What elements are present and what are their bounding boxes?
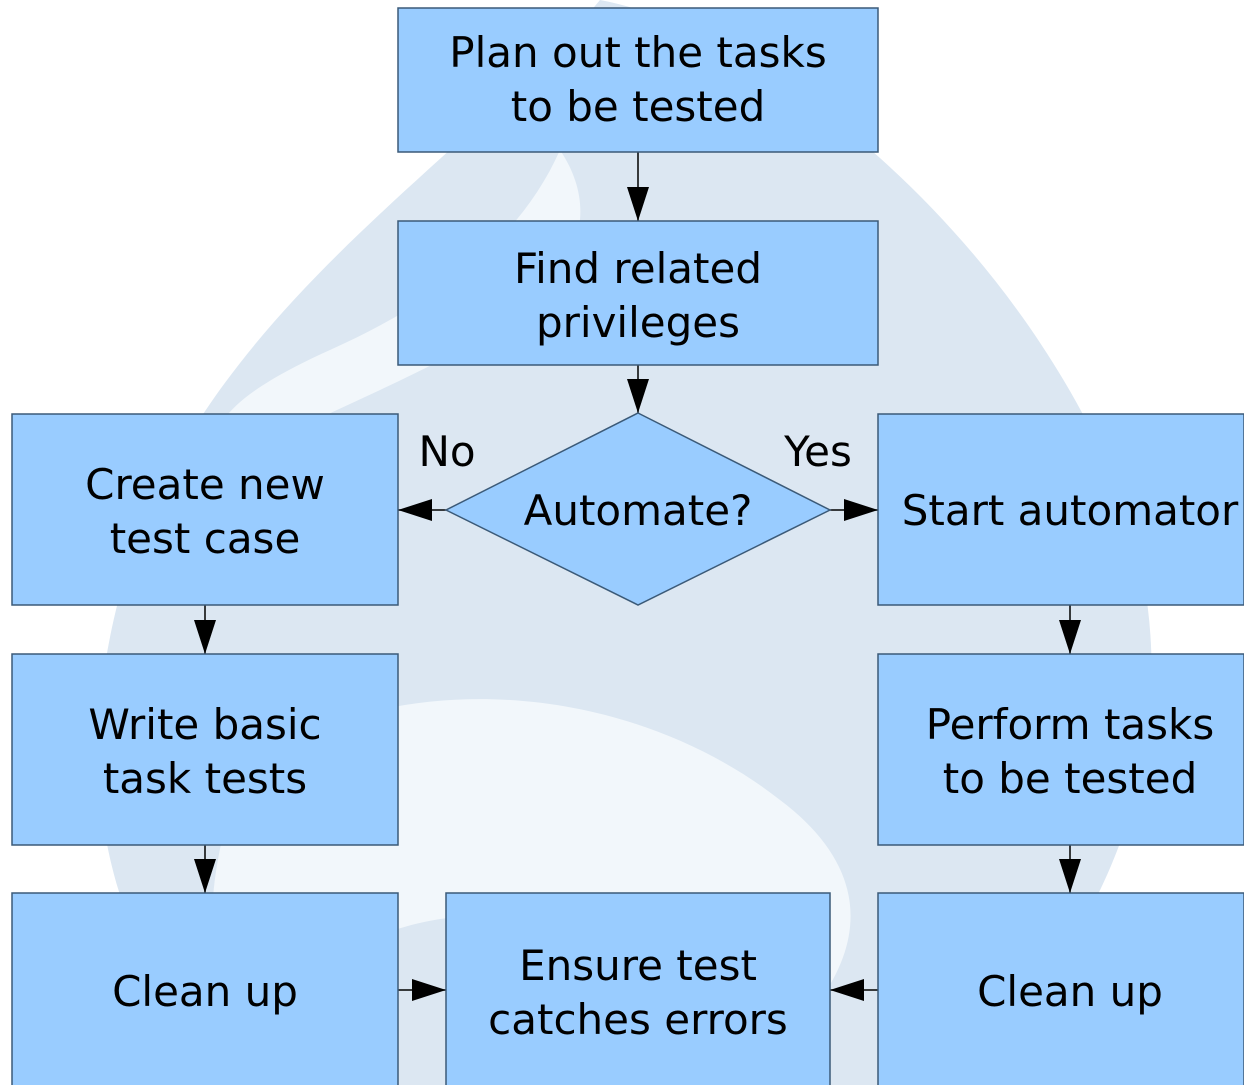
node-decision-label: Automate?: [524, 486, 753, 535]
node-start-label: Start automator: [902, 486, 1239, 535]
node-decision-diamond: [444, 412, 832, 606]
node-decision: Automate?: [444, 412, 832, 606]
node-perform-line-1: Perform tasks: [926, 700, 1215, 749]
node-perform-line-2: to be tested: [943, 754, 1198, 803]
node-write: Write basic task tests: [11, 653, 399, 846]
node-cleanup-right-box: [877, 892, 1244, 1085]
node-write-line-2: task tests: [103, 754, 307, 803]
node-ensure: Ensure test catches errors: [445, 892, 831, 1085]
node-create-line-1: Create new: [85, 460, 325, 509]
node-cleanup-left-label: Clean up: [112, 967, 298, 1016]
node-find: Find related privileges: [397, 220, 879, 366]
node-perform: Perform tasks to be tested: [877, 653, 1244, 846]
node-find-line-2: privileges: [536, 298, 740, 347]
node-plan-line-1: Plan out the tasks: [449, 28, 826, 77]
node-find-box: [397, 220, 879, 366]
node-plan-box: [397, 7, 879, 153]
connectors: [194, 152, 1081, 1001]
node-ensure-line-2: catches errors: [488, 995, 788, 1044]
branch-label-yes: Yes: [783, 427, 852, 476]
node-create-line-2: test case: [110, 514, 301, 563]
node-plan: Plan out the tasks to be tested: [397, 7, 879, 153]
node-ensure-box: [445, 892, 831, 1085]
node-write-line-1: Write basic: [88, 700, 321, 749]
node-start: Start automator: [877, 413, 1244, 606]
node-plan-line-2: to be tested: [511, 82, 766, 131]
branch-label-no: No: [418, 427, 475, 476]
node-find-line-1: Find related: [514, 244, 762, 293]
node-create: Create new test case: [11, 413, 399, 606]
node-create-box: [11, 413, 399, 606]
node-cleanup-left-box: [11, 892, 399, 1085]
node-perform-box: [877, 653, 1244, 846]
node-cleanup-right: Clean up: [877, 892, 1244, 1085]
watermark-inner-highlight: [214, 150, 581, 470]
node-ensure-line-1: Ensure test: [519, 941, 757, 990]
node-cleanup-left: Clean up: [11, 892, 399, 1085]
node-start-box: [877, 413, 1244, 606]
node-cleanup-right-label: Clean up: [977, 967, 1163, 1016]
node-write-box: [11, 653, 399, 846]
